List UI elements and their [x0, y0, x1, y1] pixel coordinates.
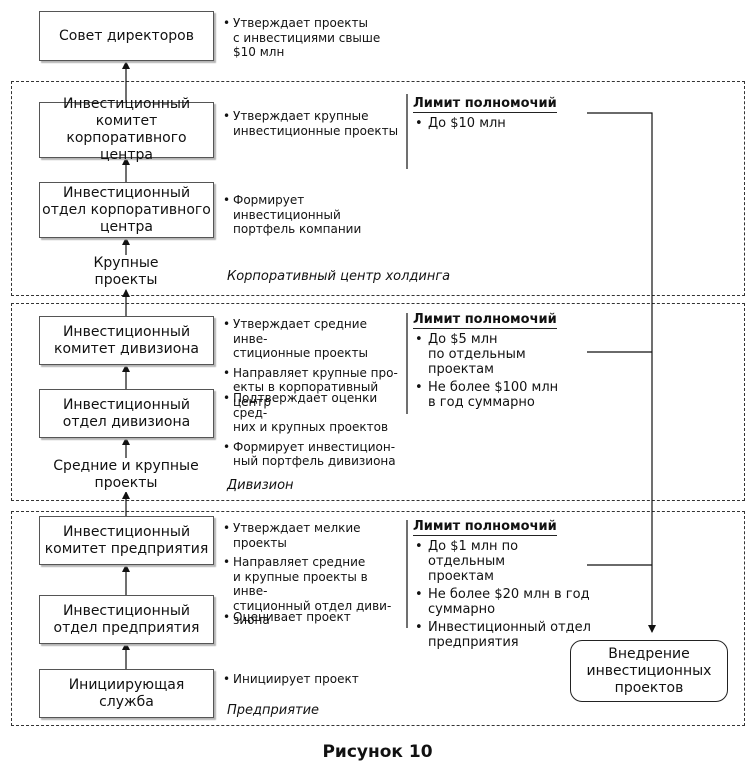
division-committee-note: Утверждает средние инве- стиционные прое… — [223, 317, 405, 361]
division-limit: Лимит полномочий До $5 млн по отдельным … — [413, 312, 588, 413]
enterprise-investment-department-box: Инвестиционный отдел предприятия — [39, 595, 214, 644]
division-zone-label: Дивизион — [227, 478, 294, 493]
enterprise-limit-item: Инвестиционный отдел предприятия — [413, 620, 593, 650]
division-department-notes: Подтверждает оценки сред- них и крупных … — [223, 391, 405, 474]
enterprise-investment-committee-box: Инвестиционный комитет предприятия — [39, 516, 214, 565]
project-implementation-box: Внедрение инвестиционных проектов — [570, 640, 728, 702]
initiating-service-box: Инициирующая служба — [39, 669, 214, 718]
enterprise-limit-item: Не более $20 млн в год суммарно — [413, 587, 593, 617]
corporate-limit: Лимит полномочий До $10 млн — [413, 96, 588, 134]
board-notes: Утверждает проекты с инвестициями свыше … — [223, 16, 403, 65]
division-department-note: Формирует инвестицион- ный портфель диви… — [223, 440, 405, 469]
division-limit-title: Лимит полномочий — [413, 312, 557, 329]
corporate-limit-item: До $10 млн — [413, 116, 588, 131]
division-investment-department-box: Инвестиционный отдел дивизиона — [39, 389, 214, 438]
enterprise-department-notes: Оценивает проект — [223, 610, 405, 630]
figure-caption: Рисунок 10 — [322, 742, 433, 762]
corporate-investment-committee-box: Инвестиционный комитет корпоративного це… — [39, 96, 214, 163]
corporate-committee-notes: Утверждает крупные инвестиционные проект… — [223, 109, 403, 143]
division-investment-committee-box: Инвестиционный комитет дивизиона — [39, 316, 214, 365]
corporate-committee-note: Утверждает крупные инвестиционные проект… — [223, 109, 403, 138]
initiator-note: Инициирует проект — [223, 672, 405, 687]
corporate-limit-title: Лимит полномочий — [413, 96, 557, 113]
enterprise-limit-item: До $1 млн по отдельным проектам — [413, 539, 593, 584]
enterprise-committee-notes: Утверждает мелкие проекты Направляет сре… — [223, 521, 405, 633]
enterprise-zone-label: Предприятие — [227, 703, 320, 718]
corporate-department-notes: Формирует инвестиционный портфель компан… — [223, 193, 403, 242]
corporate-department-note: Формирует инвестиционный портфель компан… — [223, 193, 403, 237]
division-limit-item: До $5 млн по отдельным проектам — [413, 332, 588, 377]
corporate-zone-label: Корпоративный центр холдинга — [227, 269, 451, 284]
division-limit-item: Не более $100 млн в год суммарно — [413, 380, 588, 410]
enterprise-zone — [11, 511, 745, 726]
corporate-flow-label: Крупные проекты — [76, 255, 176, 289]
enterprise-limit-title: Лимит полномочий — [413, 519, 557, 536]
initiator-notes: Инициирует проект — [223, 672, 405, 692]
corporate-investment-department-box: Инвестиционный отдел корпоративного цент… — [39, 182, 214, 238]
enterprise-department-note: Оценивает проект — [223, 610, 405, 625]
enterprise-committee-note: Утверждает мелкие проекты — [223, 521, 405, 550]
board-note: Утверждает проекты с инвестициями свыше … — [223, 16, 403, 60]
board-of-directors-box: Совет директоров — [39, 11, 214, 61]
implementation-feed-line — [587, 112, 656, 633]
division-zone — [11, 303, 745, 501]
corporate-zone — [11, 81, 745, 296]
division-department-note: Подтверждает оценки сред- них и крупных … — [223, 391, 405, 435]
division-flow-label: Средние и крупные проекты — [46, 458, 206, 492]
enterprise-limit: Лимит полномочий До $1 млн по отдельным … — [413, 519, 593, 653]
